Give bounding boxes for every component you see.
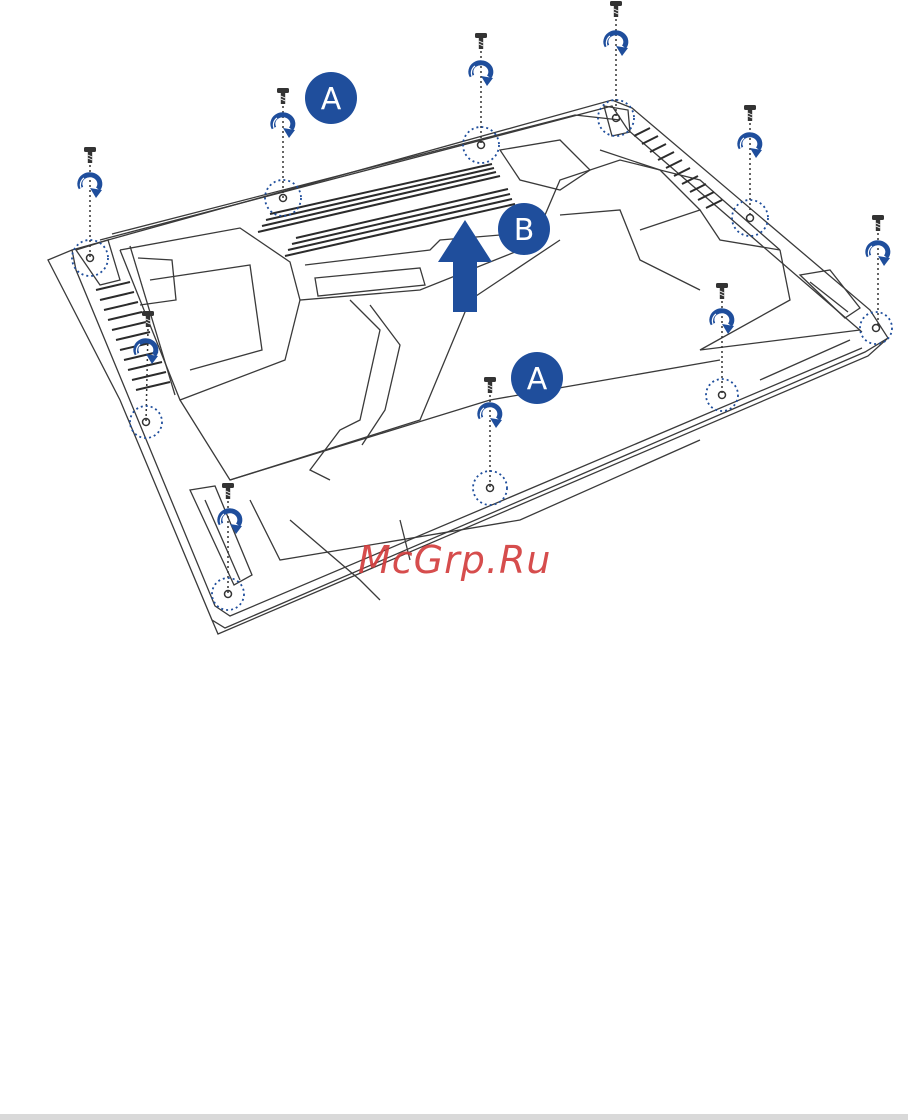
step-label-a-top: A xyxy=(305,72,357,124)
rotate-ccw-arrow-icon xyxy=(868,243,890,266)
screw-icon xyxy=(872,215,884,231)
svg-text:A: A xyxy=(527,362,548,397)
rotate-ccw-arrow-icon xyxy=(80,175,102,198)
rotate-ccw-arrow-icon xyxy=(273,115,295,138)
svg-text:A: A xyxy=(321,82,342,117)
screw-icon xyxy=(744,105,756,121)
watermark-text: McGrp.Ru xyxy=(358,538,551,582)
step-label-a-mid: A xyxy=(511,352,563,404)
screw-icon xyxy=(610,1,622,17)
rotate-ccw-arrow-icon xyxy=(606,33,628,56)
footer-bar xyxy=(0,1114,908,1120)
screw-icon xyxy=(277,88,289,104)
rotate-ccw-arrow-icon xyxy=(740,135,762,158)
step-label-b: B xyxy=(498,203,550,255)
rotate-ccw-arrow-icon xyxy=(471,63,493,86)
screw-icon xyxy=(84,147,96,163)
svg-text:B: B xyxy=(514,213,535,248)
screw-icon xyxy=(475,33,487,49)
